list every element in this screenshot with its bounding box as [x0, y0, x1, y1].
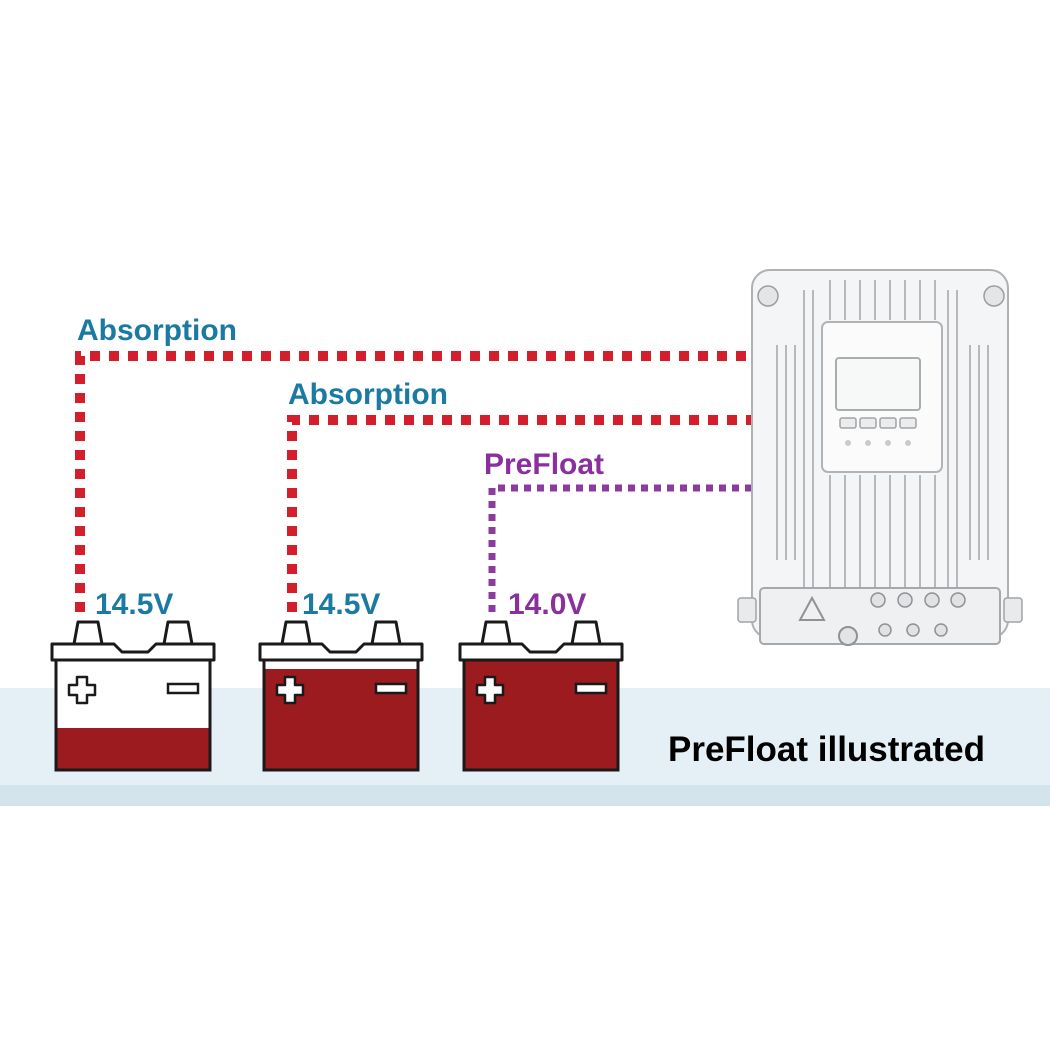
batteries-group: [50, 620, 624, 772]
battery-post-left: [280, 620, 312, 646]
charger-display: [835, 357, 921, 411]
battery-lid: [458, 642, 624, 662]
charger-screw-tl: [757, 285, 779, 307]
voltage-label-battery-1: 14.5V: [95, 588, 174, 621]
minus-icon: [574, 682, 608, 695]
battery-post-right: [570, 620, 602, 646]
plus-icon: [275, 675, 305, 705]
stage-label-absorption-2: Absorption: [288, 378, 448, 411]
battery-1-icon: [50, 620, 216, 772]
battery-3-icon: [458, 620, 624, 772]
wire-3: [488, 484, 752, 612]
minus-icon: [166, 682, 200, 695]
voltage-label-battery-2: 14.5V: [302, 588, 381, 621]
charger-screw-tr: [983, 285, 1005, 307]
wire-1: [75, 351, 752, 612]
charger-leds: [845, 440, 911, 446]
wire-2: [287, 415, 752, 612]
charger-buttons: [839, 417, 917, 429]
caption: PreFloat illustrated: [668, 730, 986, 769]
stage-label-prefloat: PreFloat: [484, 448, 605, 481]
charger-terminals: [870, 592, 966, 637]
battery-charge-fill: [56, 728, 210, 770]
wires-group: [75, 351, 752, 612]
battery-post-left: [480, 620, 512, 646]
charger-foot-left: [737, 597, 757, 623]
charger-fins-top: [829, 280, 936, 320]
battery-lid: [258, 642, 424, 662]
battery-lid: [50, 642, 216, 662]
battery-post-right: [370, 620, 402, 646]
battery-outline: [462, 658, 620, 772]
charger-fins-bottom: [829, 475, 936, 590]
warning-triangle-icon: [798, 595, 826, 621]
minus-icon: [374, 682, 408, 695]
battery-charger-icon: [737, 269, 1023, 646]
charger-ground-stud: [838, 626, 858, 646]
charger-fins-left: [776, 290, 814, 590]
battery-post-right: [162, 620, 194, 646]
plus-icon: [475, 675, 505, 705]
battery-2-icon: [258, 620, 424, 772]
charger-fins-right: [947, 290, 989, 590]
stage-label-absorption-1: Absorption: [77, 314, 237, 347]
ground-band-shadow: [0, 785, 1050, 806]
plus-icon: [67, 675, 97, 705]
battery-outline: [262, 658, 420, 772]
voltage-label-battery-3: 14.0V: [508, 588, 587, 621]
battery-outline: [54, 658, 212, 772]
charger-foot-right: [1003, 597, 1023, 623]
battery-post-left: [72, 620, 104, 646]
